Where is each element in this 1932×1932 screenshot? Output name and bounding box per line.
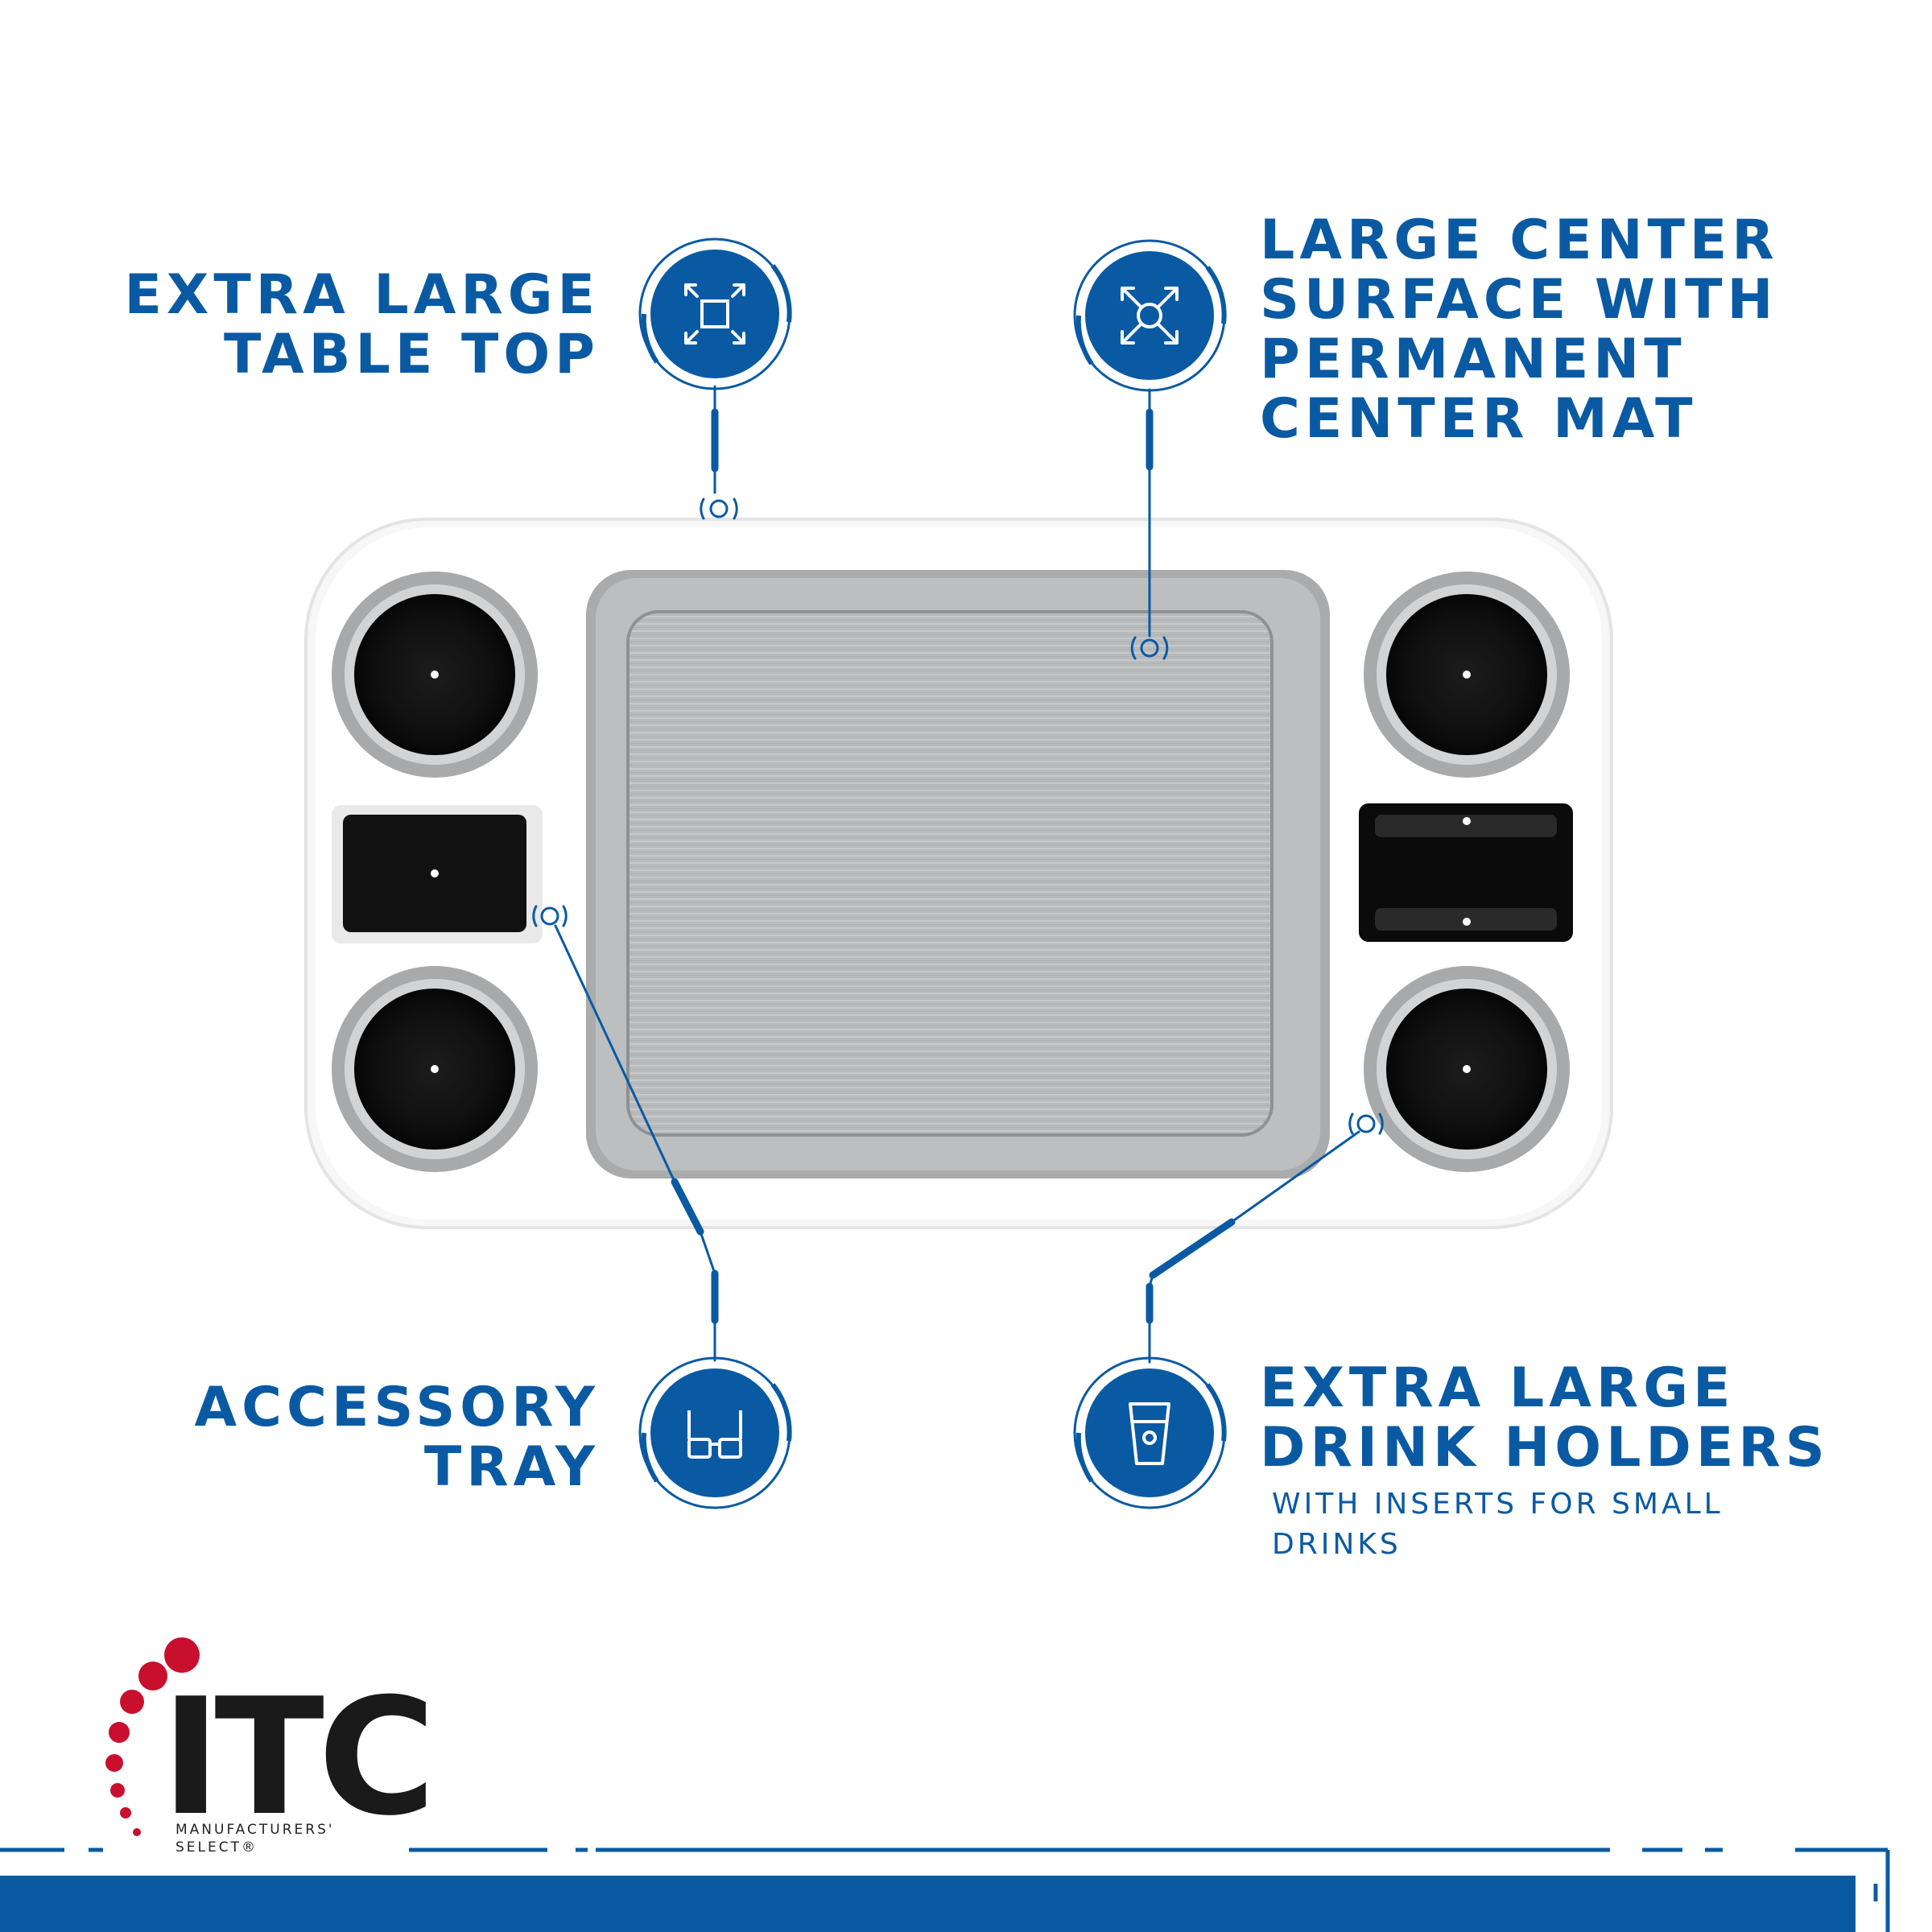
feature-sublabel-drink-holders: WITH INSERTS FOR SMALL DRINKS <box>1272 1488 1724 1561</box>
feature-label-drink-holders: EXTRA LARGE DRINK HOLDERS <box>1260 1356 1830 1480</box>
logo-dots <box>105 1637 200 1836</box>
center-mat <box>586 570 1330 1179</box>
cup-icon <box>1073 1356 1227 1509</box>
accessory-tray-right <box>1359 803 1573 942</box>
drink-holder-bottom-left <box>332 966 538 1172</box>
accessory-tray-left <box>332 805 543 943</box>
expand-square-icon <box>638 237 792 390</box>
callout-lines <box>532 385 1384 1364</box>
drink-holder-top-left <box>332 572 538 778</box>
feature-label-accessory-tray: ACCESSORY TRAY <box>194 1376 600 1499</box>
feature-label-center-surface: LARGE CENTER SURFACE WITH PERMANENT CENT… <box>1260 208 1779 451</box>
drink-holder-top-right <box>1364 572 1570 778</box>
bottom-border <box>0 1847 1890 1932</box>
drink-holder-bottom-right <box>1364 966 1570 1172</box>
logo-subtitle: MANUFACTURERS' SELECT® <box>175 1822 335 1856</box>
logo-wordmark: ITC <box>161 1664 430 1852</box>
expand-arrows-icon <box>1073 239 1227 392</box>
feature-label-table-top: EXTRA LARGE TABLE TOP <box>124 263 600 386</box>
glasses-icon <box>638 1356 792 1509</box>
